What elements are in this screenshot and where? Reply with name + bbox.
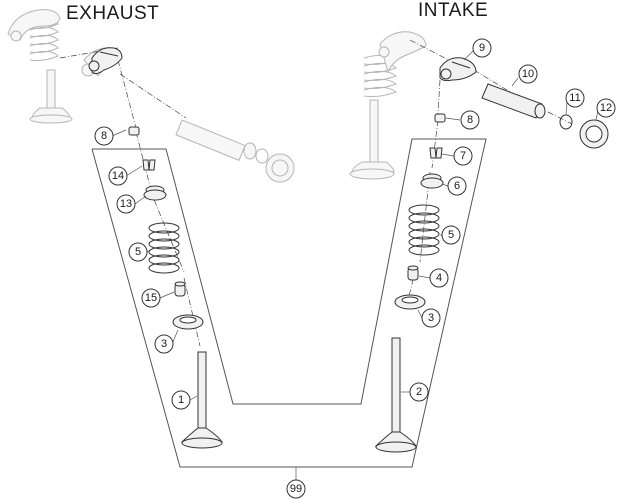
callout-label: 11: [569, 92, 580, 104]
callout-label: 9: [479, 42, 485, 54]
callout-intake-rocker-shaft: [518, 64, 538, 84]
callout-label: 3: [428, 312, 434, 324]
callout-label: 15: [145, 292, 157, 304]
exhaust-title: EXHAUST: [66, 3, 160, 24]
exhaust-rocker-arm: [88, 47, 123, 75]
callout-exhaust-valve-keeper: [108, 166, 128, 186]
callout-exhaust-valve: [171, 390, 191, 410]
callout-intake-rocker-arm: [472, 38, 492, 58]
callout-exhaust-spring-seat: [154, 334, 174, 354]
callout-label: 14: [112, 170, 124, 182]
callout-intake-valve: [409, 382, 429, 402]
callout-intake-valve-seal: [429, 268, 449, 288]
callout-label: 13: [120, 198, 132, 210]
callout-intake-spring: [441, 225, 461, 245]
intake-parts: [374, 57, 609, 453]
callout-exhaust-valve-seal: [141, 288, 161, 308]
assembly-axes: [59, 39, 573, 347]
callout-label: 7: [460, 150, 466, 162]
callout-exhaust-keeper-upper: [94, 126, 114, 146]
callout-intake-spring-retainer: [447, 176, 467, 196]
exhaust-parts: [88, 47, 223, 449]
callout-intake-valve-keeper: [453, 146, 473, 166]
exhaust-mounted-assembly: [7, 9, 295, 183]
callout-label: 1: [178, 394, 184, 406]
callout-label: 99: [290, 483, 302, 495]
callout-intake-keeper-upper: [460, 110, 480, 130]
kit-outline: [91, 138, 487, 468]
callout-label: 5: [135, 246, 141, 258]
intake-title: INTAKE: [418, 0, 489, 21]
intake-valve: [374, 337, 417, 453]
callout-intake-spring-seat: [421, 308, 441, 328]
intake-rocker-shaft: [481, 83, 546, 119]
callout-exhaust-spring-retainer: [116, 194, 136, 214]
callout-leaders: [111, 49, 599, 480]
callout-label: 12: [600, 102, 612, 114]
intake-rocker-arm: [439, 57, 477, 82]
callout-intake-shaft-plug: [596, 98, 616, 118]
callout-label: 6: [454, 180, 460, 192]
callout-label: 2: [416, 386, 422, 398]
intake-spring: [408, 204, 440, 256]
callout-label: 8: [467, 114, 473, 126]
callout-label: 8: [101, 130, 107, 142]
callout-label: 3: [161, 338, 167, 350]
callout-bubbles: [94, 38, 616, 499]
callout-numbers: 8 14 13 5 15 3 1 9 10 11 12 8 7 6 5 4 3 …: [101, 42, 612, 495]
callout-exhaust-spring: [128, 242, 148, 262]
exhaust-spring: [148, 222, 180, 274]
exhaust-valve: [180, 351, 223, 449]
callout-label: 10: [522, 68, 534, 80]
callout-label: 4: [436, 272, 442, 284]
callout-label: 5: [448, 229, 454, 241]
callout-intake-o-ring: [565, 88, 585, 108]
callout-kit: [286, 479, 306, 499]
intake-mounted-assembly: [349, 31, 427, 180]
